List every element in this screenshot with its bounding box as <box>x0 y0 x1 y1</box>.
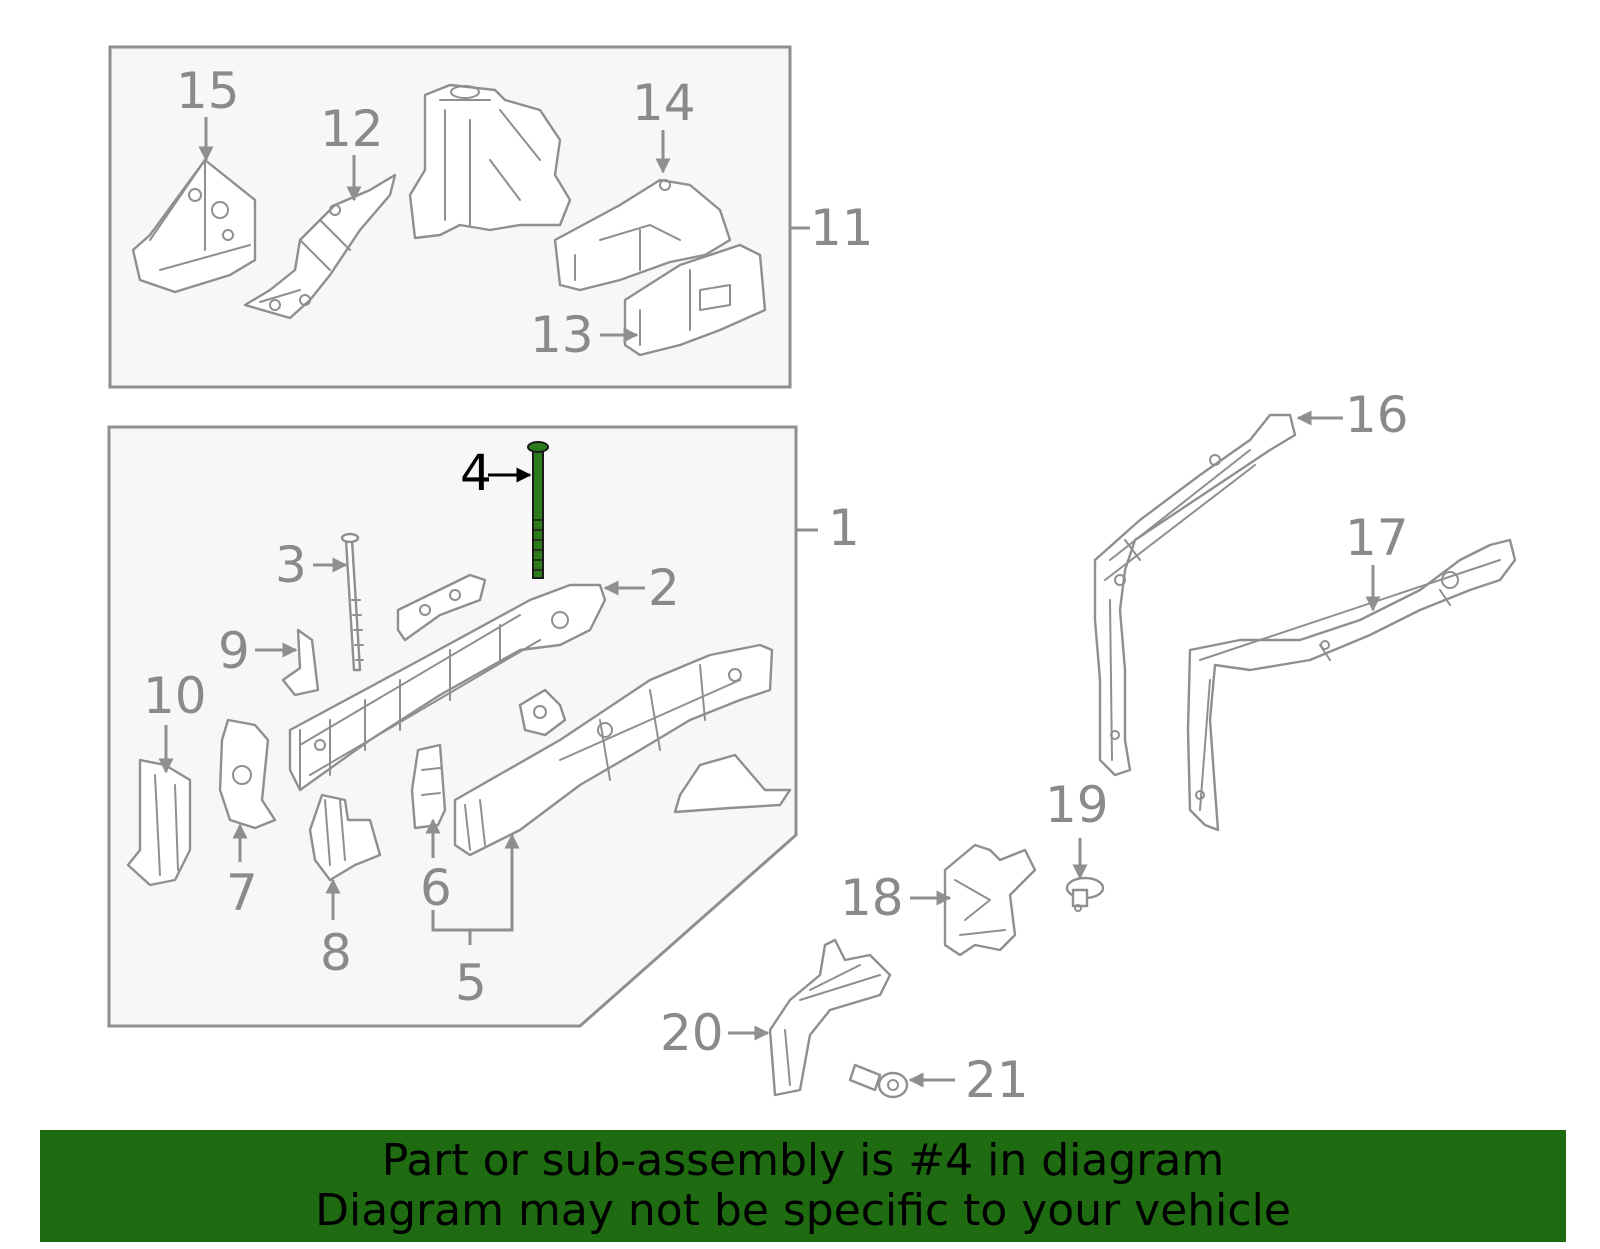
callout-15[interactable]: 15 <box>176 62 240 120</box>
banner-line-part: Part or sub-assembly is #4 in diagram <box>381 1135 1225 1186</box>
part-2-drawing[interactable] <box>288 583 607 792</box>
callout-14[interactable]: 14 <box>632 74 696 132</box>
callout-5[interactable]: 5 <box>455 954 487 1012</box>
parts-diagram: 15 12 14 11 13 16 4 1 17 3 2 9 10 19 7 6… <box>107 45 1517 1109</box>
part-7-drawing[interactable] <box>218 718 277 830</box>
callout-20[interactable]: 20 <box>660 1004 724 1062</box>
part-8-drawing[interactable] <box>308 793 382 882</box>
callout-11[interactable]: 11 <box>810 199 874 257</box>
part-17-drawing[interactable] <box>1186 538 1517 832</box>
callout-21[interactable]: 21 <box>965 1051 1029 1109</box>
callout-3[interactable]: 3 <box>275 536 307 594</box>
part-6-drawing[interactable] <box>410 743 447 830</box>
part-19-drawing[interactable] <box>1065 876 1105 912</box>
part-unlabeled-tower-drawing <box>408 83 572 240</box>
callout-8[interactable]: 8 <box>320 924 352 982</box>
callout-4[interactable]: 4 <box>460 444 492 502</box>
callout-9[interactable]: 9 <box>218 622 250 680</box>
callout-13[interactable]: 13 <box>530 306 594 364</box>
callout-1[interactable]: 1 <box>828 499 860 557</box>
part-12-drawing[interactable] <box>243 173 397 320</box>
callout-6[interactable]: 6 <box>420 859 452 917</box>
part-13-drawing[interactable] <box>623 243 767 357</box>
callout-12[interactable]: 12 <box>320 100 384 158</box>
part-4-drawing[interactable] <box>527 441 549 579</box>
callout-19[interactable]: 19 <box>1045 776 1109 834</box>
part-15-drawing[interactable] <box>131 158 257 294</box>
callout-16[interactable]: 16 <box>1345 386 1409 444</box>
callout-18[interactable]: 18 <box>840 869 904 927</box>
info-banner: Part or sub-assembly is #4 in diagram Di… <box>40 1130 1566 1242</box>
part-3-drawing[interactable] <box>340 532 364 672</box>
callout-2[interactable]: 2 <box>648 559 680 617</box>
part-21-drawing[interactable] <box>848 1063 909 1099</box>
part-unlabeled-mount-drawing <box>518 688 567 737</box>
banner-line-disclaimer: Diagram may not be specific to your vehi… <box>315 1185 1291 1236</box>
part-unlabeled-bracket-top-drawing <box>396 573 487 642</box>
part-18-drawing[interactable] <box>943 843 1037 957</box>
part-16-drawing[interactable] <box>1093 413 1297 777</box>
callout-17[interactable]: 17 <box>1345 509 1409 567</box>
callout-10[interactable]: 10 <box>143 667 207 725</box>
part-9-drawing[interactable] <box>281 628 320 697</box>
part-unlabeled-bracket-right-drawing <box>673 753 792 814</box>
part-20-drawing[interactable] <box>768 938 892 1097</box>
part-14-drawing[interactable] <box>553 178 732 292</box>
leader-5 <box>431 833 520 932</box>
part-5-drawing[interactable] <box>453 643 774 857</box>
assembly-panel-1 <box>107 425 798 1028</box>
callout-7[interactable]: 7 <box>226 864 258 922</box>
